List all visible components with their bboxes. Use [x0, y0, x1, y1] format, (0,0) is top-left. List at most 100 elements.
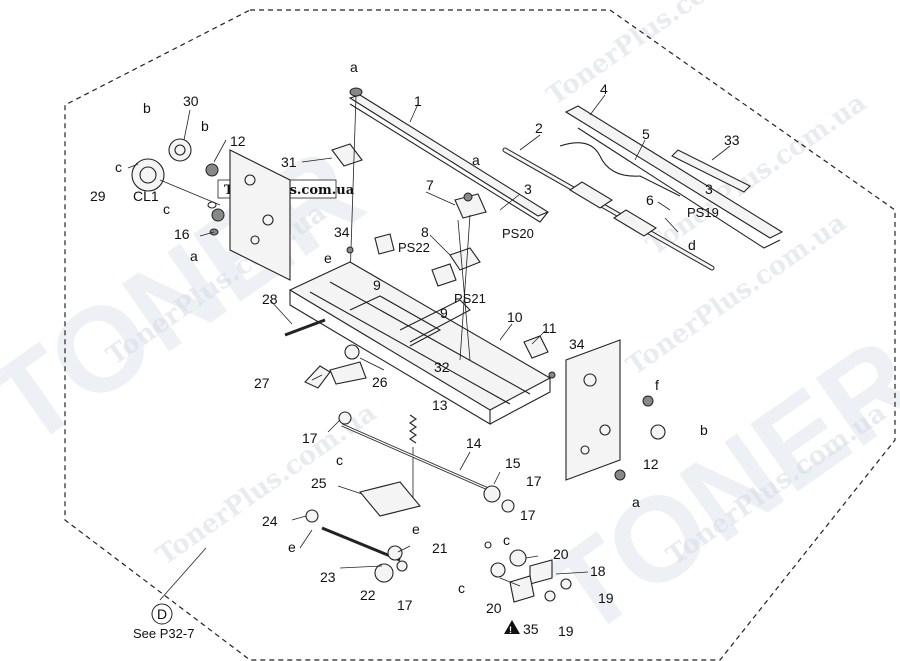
label-part-21: 21 — [432, 540, 448, 556]
label-part-33: 33 — [724, 132, 740, 148]
label-part-19b: 19 — [558, 623, 574, 639]
label-part-12b: 12 — [643, 456, 659, 472]
label-b2: b — [201, 118, 209, 134]
label-part-4: 4 — [600, 81, 608, 97]
watermark-site-6: TonerPlus.com.ua — [541, 0, 772, 112]
part-a-screw-bottom — [614, 469, 626, 481]
part-2-shaft — [502, 147, 715, 271]
label-c2: c — [163, 201, 170, 217]
part-16-bushing — [207, 201, 225, 236]
label-part-20a: 20 — [553, 546, 569, 562]
part-11-plate — [523, 335, 549, 359]
part-26-link — [329, 344, 367, 385]
label-part-25: 25 — [311, 475, 327, 491]
part-17-bearing-a — [338, 411, 352, 425]
label-part-32: 32 — [434, 359, 450, 375]
part-19-clip-a — [560, 578, 572, 590]
leader-lines — [127, 94, 731, 601]
label-part-9b: 9 — [440, 305, 448, 321]
label-part-10: 10 — [507, 309, 523, 325]
label-a3: a — [190, 248, 198, 264]
label-part-6: 6 — [646, 192, 654, 208]
label-ps20: PS20 — [502, 226, 534, 241]
label-part-17a: 17 — [302, 430, 318, 446]
part-8-sensor — [431, 247, 481, 287]
label-part-23: 23 — [320, 569, 336, 585]
part-21-gears — [374, 545, 403, 583]
label-part-8: 8 — [421, 224, 429, 240]
part-34-screw-left — [346, 246, 354, 254]
label-a1: a — [350, 59, 358, 75]
reference-callout[interactable]: D See P32-7 — [133, 603, 194, 641]
caution-marker: ! 35 — [504, 620, 539, 637]
label-part-26: 26 — [372, 374, 388, 390]
label-f1: f — [655, 377, 659, 393]
label-part-30: 30 — [183, 93, 199, 109]
part-7-sensor — [454, 192, 487, 219]
label-part-11: 11 — [542, 320, 557, 336]
label-ps21: PS21 — [454, 291, 486, 306]
label-part-27: 27 — [254, 375, 270, 391]
label-part-3a: 3 — [524, 181, 532, 197]
label-ps22: PS22 — [398, 240, 430, 255]
label-part-1: 1 — [414, 93, 422, 109]
part-12-bushing-right — [650, 424, 666, 440]
label-part-35: 35 — [523, 621, 539, 637]
label-part-17b: 17 — [526, 473, 542, 489]
label-d1: d — [688, 237, 696, 253]
label-part-13: 13 — [432, 397, 448, 413]
label-part-24: 24 — [262, 513, 278, 529]
label-part-18: 18 — [590, 563, 606, 579]
label-part-15: 15 — [505, 455, 521, 471]
left-side-frame — [229, 149, 291, 281]
part-17-bearing-c — [396, 560, 408, 572]
label-part-29: 29 — [90, 188, 106, 204]
part-20-roller-a — [509, 549, 527, 567]
label-c5: c — [458, 580, 465, 596]
part-30-gear — [168, 138, 192, 162]
part-12-bushing-left — [205, 163, 219, 177]
reference-letter: D — [157, 606, 167, 622]
label-part-22: 22 — [360, 587, 376, 603]
label-part-20b: 20 — [486, 600, 502, 616]
label-part-17c: 17 — [520, 507, 536, 523]
label-part-2: 2 — [535, 120, 543, 136]
part-24-bearing — [305, 509, 319, 523]
part-15-gear — [483, 485, 501, 503]
label-part-7: 7 — [426, 177, 434, 193]
part-f-screw — [642, 395, 654, 407]
label-part-16: 16 — [174, 226, 190, 242]
label-a2: a — [472, 152, 480, 168]
right-side-frame — [565, 339, 621, 481]
reference-note: See P32-7 — [133, 626, 194, 641]
label-e1: e — [324, 250, 332, 266]
part-20-roller-b — [490, 562, 506, 578]
label-part-34b: 34 — [569, 336, 585, 352]
assembly-boundary — [64, 9, 896, 661]
label-part-31: 31 — [281, 154, 297, 170]
label-cl1: CL1 — [133, 188, 159, 204]
part-17-bearing-b — [501, 499, 515, 513]
part-28-pin — [284, 318, 326, 337]
label-a4: a — [632, 494, 640, 510]
label-part-17d: 17 — [397, 597, 413, 613]
label-c1: c — [115, 159, 122, 175]
ps22-sensor — [374, 233, 395, 255]
part-14-shaft — [341, 423, 496, 494]
part-31-bracket — [331, 143, 363, 167]
label-part-28: 28 — [262, 291, 278, 307]
part-33-rod — [671, 149, 751, 193]
part-19-clip-b — [544, 590, 556, 602]
part-4-5-upper-rail — [559, 105, 784, 249]
label-b1: b — [143, 100, 151, 116]
label-part-9a: 9 — [373, 277, 381, 293]
label-b3: b — [700, 422, 708, 438]
part-25-bracket — [359, 481, 421, 517]
label-part-12a: 12 — [230, 133, 246, 149]
part-c-ring-lower — [484, 541, 492, 549]
label-part-14: 14 — [466, 435, 482, 451]
part-34-screw-right — [548, 371, 556, 379]
label-part-3b: 3 — [705, 181, 713, 197]
